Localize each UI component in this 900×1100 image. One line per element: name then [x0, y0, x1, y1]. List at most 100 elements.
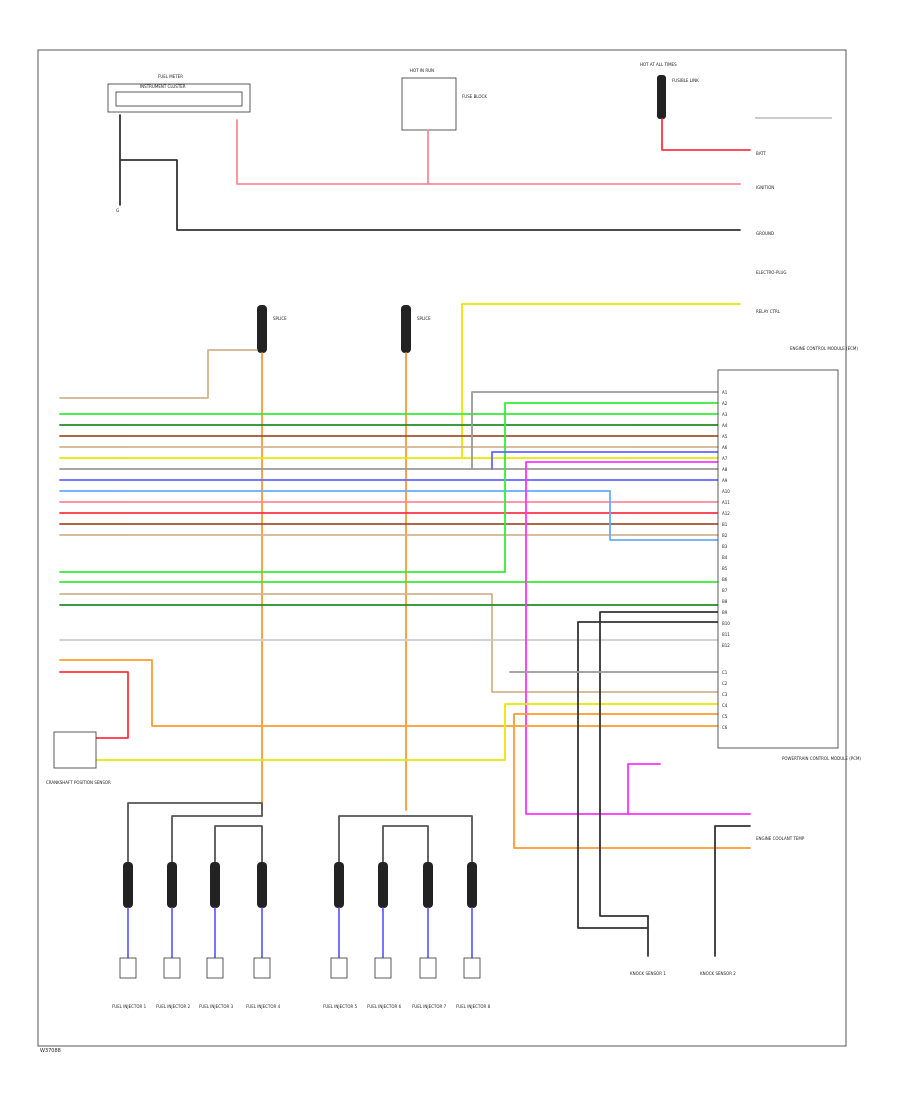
magenta-signal-wire	[525, 461, 751, 815]
switch-icon-3	[206, 957, 224, 979]
ecm-pin-a4: A4	[722, 423, 728, 428]
ecm-pin-c3: C3	[722, 692, 728, 697]
injector-label-6: FUEL INJECTOR 6	[367, 1004, 402, 1009]
bank-left-bus-3	[214, 825, 263, 866]
orange-coolant-wire	[513, 713, 751, 849]
ecm-pin-b3: B3	[722, 544, 728, 549]
ground-symbol-top: G	[116, 208, 119, 213]
fuel-injector-3-icon	[210, 862, 220, 908]
tap-blue	[491, 451, 719, 470]
splice-left-label: SPLICE	[273, 316, 287, 321]
ecm-pin-c5: C5	[722, 714, 728, 719]
injector-label-5: FUEL INJECTOR 5	[323, 1004, 358, 1009]
crankshaft-sensor-box	[53, 731, 97, 769]
crankshaft-sensor-label: CRANKSHAFT POSITION SENSOR	[46, 780, 111, 785]
relay-ctrl-label: RELAY CTRL	[756, 309, 781, 314]
relay-ctrl-wire	[461, 303, 741, 459]
ecm-pin-a10: A10	[722, 489, 730, 494]
fuel-meter-label: FUEL METER	[158, 74, 183, 79]
ecm-pin-a8: A8	[722, 467, 728, 472]
injector-label-8: FUEL INJECTOR 8	[456, 1004, 491, 1009]
tap-gray	[471, 391, 719, 470]
ecm-pin-a1: A1	[722, 390, 728, 395]
tan-harness-wire	[59, 349, 258, 399]
fusible-link-label: FUSIBLE LINK	[672, 78, 699, 83]
splice-injector-right-icon	[401, 305, 411, 353]
ecm-pin-a11: A11	[722, 500, 730, 505]
splice-right-label: SPLICE	[417, 316, 431, 321]
pcm-label: POWERTRAIN CONTROL MODULE (PCM)	[782, 756, 861, 761]
tap-light-blue	[609, 490, 719, 541]
fuel-injector-4-icon	[257, 862, 267, 908]
ground-label: GROUND	[756, 231, 774, 236]
yellow-sensor-wire	[95, 703, 719, 761]
fusible-batt-wire	[661, 118, 751, 151]
knock-sensor-1-label: KNOCK SENSOR 1	[630, 971, 666, 976]
fuel-injector-1-icon	[123, 862, 133, 908]
fusible-link-icon	[657, 75, 666, 119]
switch-icon-5	[330, 957, 348, 979]
ecm-pin-a2: A2	[722, 401, 728, 406]
ground-wire	[119, 159, 741, 231]
injector-label-2: FUEL INJECTOR 2	[156, 1004, 191, 1009]
ecm-pin-b7: B7	[722, 588, 728, 593]
bank-right-bus	[338, 815, 473, 866]
ecm-pin-a3: A3	[722, 412, 728, 417]
knock-wire-2	[714, 825, 751, 957]
bank-left-bus-2	[171, 815, 263, 866]
ignition-wire	[236, 119, 741, 185]
ignition-label: IGNITION	[756, 185, 774, 190]
fuel-injector-6-icon	[378, 862, 388, 908]
switch-icon-7	[419, 957, 437, 979]
harness-wire-15	[59, 593, 719, 693]
ecm-connector	[717, 369, 839, 749]
ecm-pin-b5: B5	[722, 566, 728, 571]
ecm-pin-b4: B4	[722, 555, 728, 560]
ecm-pin-b1: B1	[722, 522, 728, 527]
knock-sensor-2-label: KNOCK SENSOR 2	[700, 971, 736, 976]
hot-at-all-times-label: HOT AT ALL TIMES	[640, 62, 677, 67]
injector-leads	[127, 907, 473, 959]
fuel-injector-5-icon	[334, 862, 344, 908]
instrument-cluster-label: INSTRUMENT CLUSTER	[140, 84, 186, 89]
fuel-meter-inner	[115, 91, 243, 107]
ecm-pin-b12: B12	[722, 643, 730, 648]
injector-switches	[119, 957, 481, 979]
ecm-pin-c4: C4	[722, 703, 728, 708]
ecm-pin-b8: B8	[722, 599, 728, 604]
ecm-pin-a5: A5	[722, 434, 728, 439]
injector-label-1: FUEL INJECTOR 1	[112, 1004, 147, 1009]
switch-icon-4	[253, 957, 271, 979]
fuel-injector-7-icon	[423, 862, 433, 908]
ecm-label: ENGINE CONTROL MODULE (ECM)	[790, 346, 858, 351]
crank-wire-2	[59, 671, 129, 739]
hot-in-run-label: HOT IN RUN	[410, 68, 434, 73]
fuse-block-label: FUSE BLOCK	[462, 94, 487, 99]
switch-icon-2	[163, 957, 181, 979]
ecm-pin-a6: A6	[722, 445, 728, 450]
injector-label-3: FUEL INJECTOR 3	[199, 1004, 234, 1009]
ecm-pin-b10: B10	[722, 621, 730, 626]
electro-plug-label: ELECTRO-PLUG	[756, 270, 786, 275]
switch-icon-1	[119, 957, 137, 979]
tap-green-1	[504, 402, 719, 573]
batt-label: BATT	[756, 151, 767, 156]
splice-injector-left-icon	[257, 305, 267, 353]
ecm-pin-a7: A7	[722, 456, 728, 461]
ecm-pin-b9: B9	[722, 610, 728, 615]
ecm-pin-b6: B6	[722, 577, 728, 582]
ecm-pin-a12: A12	[722, 511, 730, 516]
ecm-pin-b2: B2	[722, 533, 728, 538]
ecm-pin-c6: C6	[722, 725, 728, 730]
footer-code: W37088	[40, 1048, 61, 1054]
fuel-injector-8-icon	[467, 862, 477, 908]
switch-icon-6	[374, 957, 392, 979]
ground-right-1	[599, 611, 719, 917]
ecm-pin-b11: B11	[722, 632, 730, 637]
crank-wire-1	[59, 659, 719, 727]
fuel-injector-2-icon	[167, 862, 177, 908]
coolant-temp-label: ENGINE COOLANT TEMP	[756, 836, 805, 841]
bank-left-bus	[127, 802, 263, 866]
ecm-pin-a9: A9	[722, 478, 728, 483]
